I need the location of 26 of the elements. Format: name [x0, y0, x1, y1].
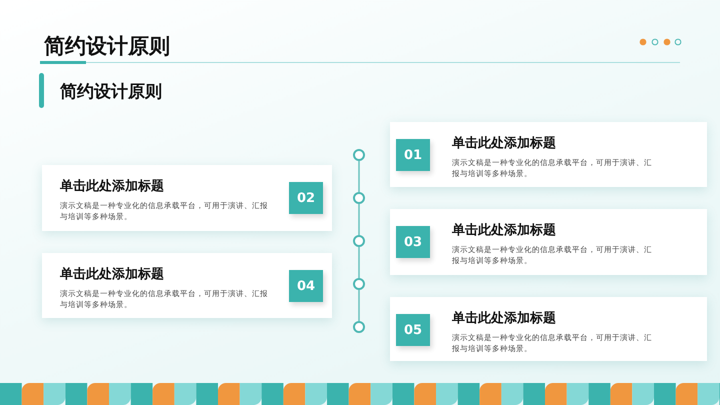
card-title: 单击此处添加标题 — [60, 178, 164, 195]
number-badge: 02 — [289, 182, 323, 214]
card — [42, 165, 332, 231]
connector-line — [358, 290, 360, 321]
title: 简约设计原则 — [44, 33, 170, 60]
number-badge: 03 — [396, 226, 430, 258]
timeline-circle — [353, 278, 365, 290]
timeline-circle — [353, 321, 365, 333]
card-title: 单击此处添加标题 — [452, 310, 556, 327]
number-badge: 05 — [396, 314, 430, 346]
number-badge: 04 — [289, 270, 323, 302]
number-badge: 01 — [396, 139, 430, 171]
connector-line — [358, 247, 360, 278]
timeline-circle — [353, 149, 365, 161]
subtitle: 简约设计原则 — [60, 81, 162, 103]
card-title: 单击此处添加标题 — [452, 222, 556, 239]
card-title: 单击此处添加标题 — [452, 135, 556, 152]
connector-line — [358, 161, 360, 192]
card — [390, 297, 707, 361]
timeline-circle — [353, 235, 365, 247]
timeline-circle — [353, 192, 365, 204]
connector-line — [358, 204, 360, 235]
card-title: 单击此处添加标题 — [60, 266, 164, 283]
card — [390, 209, 707, 275]
card — [42, 253, 332, 318]
card — [390, 122, 707, 187]
